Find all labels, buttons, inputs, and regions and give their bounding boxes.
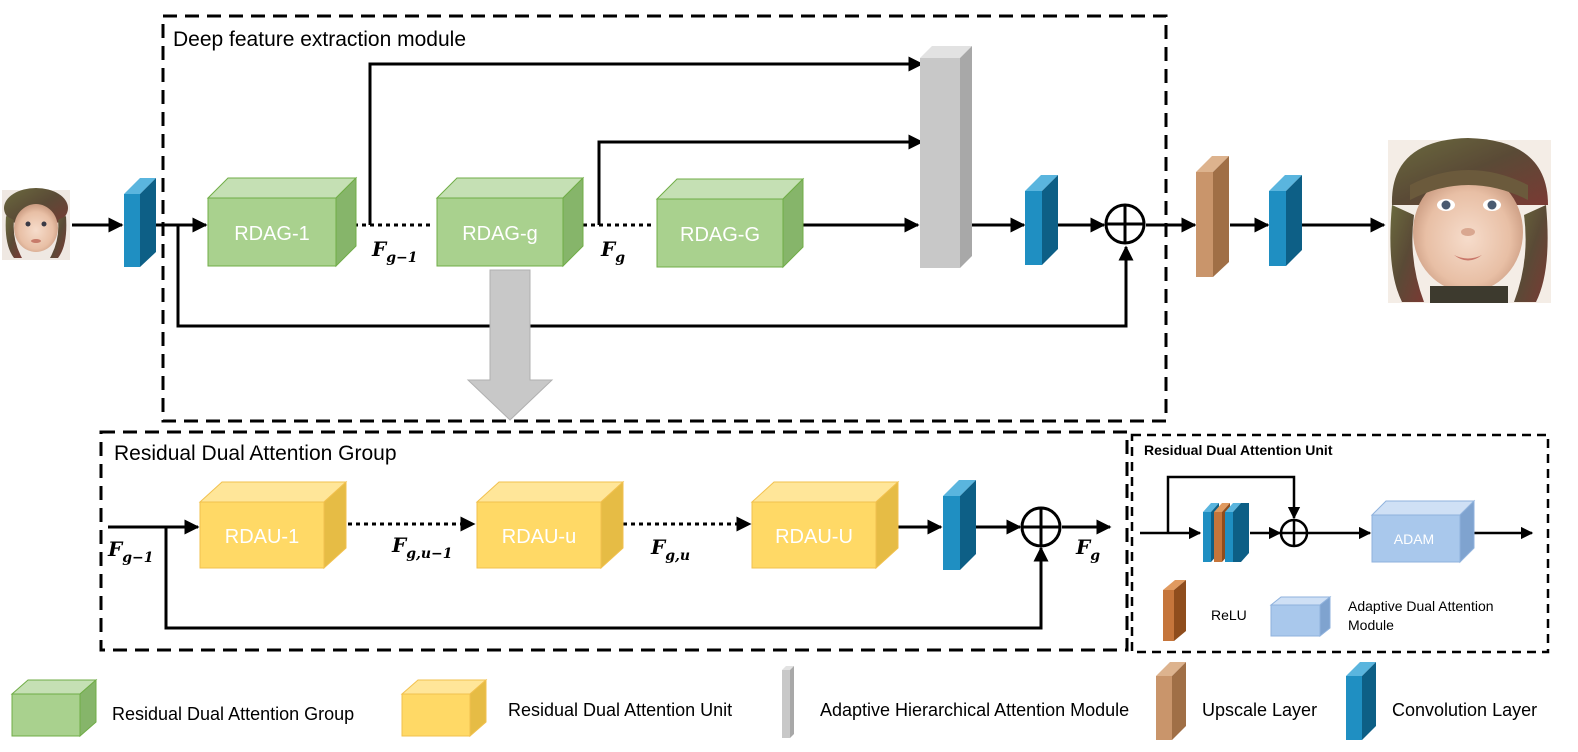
label-f-gu-minus-1: Fg,u−1 xyxy=(391,533,453,562)
svg-text:Fg,u: Fg,u xyxy=(650,535,690,564)
output-baby-image xyxy=(1388,138,1551,303)
rdau-module-title: Residual Dual Attention Unit xyxy=(1144,442,1333,458)
adam-block: ADAM xyxy=(1370,499,1476,564)
relu-legend-icon xyxy=(1163,580,1186,641)
conv-layer-rdag xyxy=(943,480,976,570)
legend-rdau-label: Residual Dual Attention Unit xyxy=(508,700,732,720)
input-baby-image xyxy=(2,188,70,260)
svg-text:Fg: Fg xyxy=(600,237,625,266)
legend-rdag-swatch xyxy=(10,678,98,738)
rdag-G-label: RDAG-G xyxy=(680,224,760,246)
rdag-sum-node xyxy=(1020,506,1062,548)
conv-layer-top-mid xyxy=(1025,175,1058,265)
rdau-1-block: RDAU-1 xyxy=(198,480,348,570)
rdau-U-block: RDAU-U xyxy=(750,480,900,570)
adam-label: ADAM xyxy=(1394,531,1434,547)
label-rdag-in: Fg−1 xyxy=(107,537,153,566)
relu-legend-label: ReLU xyxy=(1211,607,1247,623)
legend-upscale-label: Upscale Layer xyxy=(1202,700,1317,720)
label-f-g: Fg xyxy=(600,237,625,266)
rdag-module-title: Residual Dual Attention Group xyxy=(114,442,397,465)
rdag-g-label: RDAG-g xyxy=(462,223,538,245)
rdau-conv-relu-stack xyxy=(1203,503,1249,562)
svg-text:Fg,u−1: Fg,u−1 xyxy=(391,533,453,562)
rdag-module-frame xyxy=(99,430,1129,652)
legend-rdau-swatch xyxy=(400,678,488,738)
legend-conv-label: Convolution Layer xyxy=(1392,700,1537,720)
top-connectors xyxy=(72,56,1386,328)
rdag-G-block: RDAG-G xyxy=(655,177,805,269)
conv-layer-output xyxy=(1269,175,1302,266)
label-f-gu: Fg,u xyxy=(650,535,690,564)
rdau-module-frame xyxy=(1130,433,1550,654)
legend-conv-swatch xyxy=(1346,662,1376,740)
expand-arrow xyxy=(466,269,554,421)
legend-upscale-swatch xyxy=(1156,662,1186,740)
top-sum-node xyxy=(1104,203,1146,245)
deep-feature-module-title: Deep feature extraction module xyxy=(173,28,466,51)
legend-rdag-label: Residual Dual Attention Group xyxy=(112,704,354,724)
upscale-layer xyxy=(1196,156,1229,277)
rdau-sum-node xyxy=(1279,518,1309,548)
rdau-U-label: RDAU-U xyxy=(775,526,853,548)
rdag-1-label: RDAG-1 xyxy=(234,223,310,245)
rdag-1-block: RDAG-1 xyxy=(206,176,358,268)
label-rdag-out: Fg xyxy=(1075,535,1100,564)
adam-legend-icon xyxy=(1269,595,1332,638)
label-f-g-minus-1: Fg−1 xyxy=(371,237,417,266)
rdau-u-block: RDAU-u xyxy=(475,480,625,570)
rdau-u-label: RDAU-u xyxy=(502,526,576,548)
conv-layer-input xyxy=(124,178,156,267)
rdag-g-block: RDAG-g xyxy=(435,176,585,268)
rdau-connectors xyxy=(1140,475,1534,540)
svg-text:Fg−1: Fg−1 xyxy=(371,237,417,266)
svg-text:Fg: Fg xyxy=(1075,535,1100,564)
svg-text:Fg−1: Fg−1 xyxy=(107,537,153,566)
rdau-1-label: RDAU-1 xyxy=(225,526,299,548)
adam-legend-label: Adaptive Dual Attention Module xyxy=(1348,598,1497,633)
legend-aham-swatch xyxy=(782,666,794,738)
aham-block xyxy=(920,46,972,268)
legend-aham-label: Adaptive Hierarchical Attention Module xyxy=(820,700,1129,720)
